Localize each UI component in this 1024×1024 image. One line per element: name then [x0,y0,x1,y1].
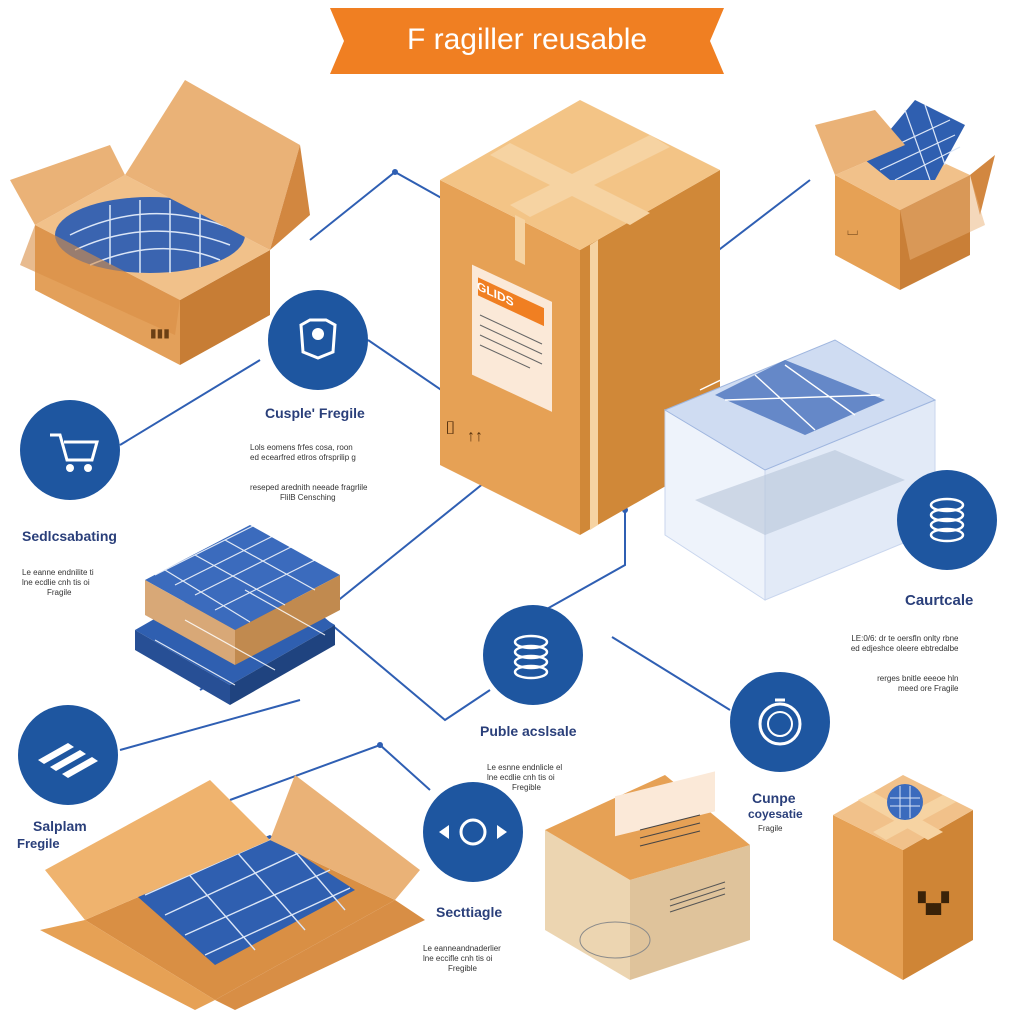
label-title-right-mid: Cunpe [752,790,796,806]
coil-icon [513,634,549,680]
open-box-bottom-middle [545,771,750,980]
bottle-icon-circle [268,290,368,390]
banner-title: F ragiller reusable [406,23,648,56]
connector-dot [392,169,398,175]
clock-icon [758,698,802,746]
label-title-left-bottom: Salplam [33,818,87,834]
clock-icon-circle [730,672,830,772]
label-title-middle: Puble acslsale [480,723,577,739]
arrows-icon [439,818,507,846]
strips-icon [38,743,98,778]
arrows-icon-circle [423,782,523,882]
connector-line [319,614,491,722]
connector-line [319,469,501,616]
transparent-crate [663,324,937,601]
connector-line [309,170,446,241]
open-box-bottom-left [40,775,425,1010]
coil-icon-circle-middle [483,605,583,705]
banner-shape [330,8,724,74]
this-way-up-icon: ↑↑ [467,428,483,445]
strips-icon-circle [18,705,118,805]
label-desc-right-mid: Fragile [758,824,783,833]
label-subtitle-right-mid: coyesatie [748,807,803,821]
connector-line [611,636,731,711]
open-box-top-left: ▮▮▮ [10,80,310,365]
closed-box-bottom-right: ▚▞ [833,775,973,980]
svg-text:▚▞: ▚▞ [917,891,949,915]
label-subtitle-left-bottom: Fregile [17,836,60,851]
label-title-right-top: Caurtcale [905,592,974,609]
svg-text:▮▮▮: ▮▮▮ [150,326,170,340]
connector-line [119,359,261,446]
bubble-wrap-stack [135,524,340,705]
label-title-bottom: Secttiagle [436,904,503,920]
coil-icon-circle [897,470,997,570]
connector-line [119,699,301,751]
connector-dot [377,742,383,748]
shopping-cart-icon-circle [20,400,120,500]
open-box-top-right: ⌴ [815,100,995,290]
box-symbol-left: ⌷ [445,418,456,438]
bottle-icon [299,318,337,360]
shopping-cart-icon [50,433,99,472]
label-title-left-cart: Sedlcsabating [22,528,117,544]
connector-line [544,510,626,611]
label-title-center-top: Cusple' Fregile [265,405,365,421]
small-box-symbol: ⌴ [847,222,858,238]
coil-icon [929,497,965,543]
banner-ribbon [330,8,724,74]
